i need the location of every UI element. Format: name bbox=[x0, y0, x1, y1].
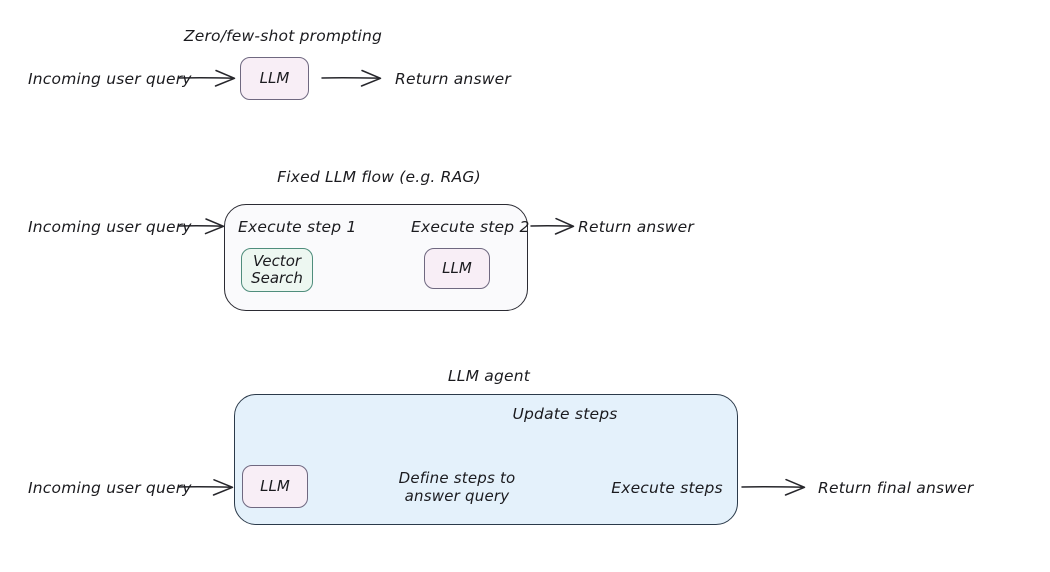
section-heading-fixed-llm-flow: Fixed LLM flow (e.g. RAG) bbox=[277, 168, 481, 186]
step-label-define-steps-line2: answer query bbox=[404, 486, 510, 505]
step-label-define-steps-line1: Define steps to bbox=[398, 469, 516, 487]
arrow-flow-to-answer bbox=[530, 217, 575, 235]
node-llm-fixed-flow[interactable]: LLM bbox=[424, 248, 490, 289]
node-llm-agent[interactable]: LLM bbox=[242, 465, 308, 508]
arrow-query-to-agent bbox=[178, 479, 234, 496]
arrow-query-to-flow bbox=[178, 218, 225, 235]
node-llm-label: LLM bbox=[259, 68, 290, 87]
input-label-llm-agent: Incoming user query bbox=[28, 479, 192, 497]
node-vector-search[interactable]: Vector Search bbox=[241, 248, 313, 292]
container-llm-agent bbox=[234, 394, 738, 525]
arrow-agent-to-final-answer bbox=[741, 478, 806, 496]
input-label-fixed-llm-flow: Incoming user query bbox=[28, 218, 192, 236]
node-vector-search-line2: Search bbox=[251, 269, 303, 287]
arrow-llm-1-to-answer bbox=[321, 69, 382, 87]
step-label-execute-step-2: Execute step 2 bbox=[411, 218, 530, 236]
output-label-zero-few-shot: Return answer bbox=[395, 70, 511, 88]
output-label-fixed-llm-flow: Return answer bbox=[578, 218, 694, 236]
node-llm-zero-few-shot[interactable]: LLM bbox=[240, 57, 309, 100]
output-label-llm-agent: Return final answer bbox=[818, 479, 974, 497]
node-llm-label: LLM bbox=[442, 258, 472, 277]
section-heading-llm-agent: LLM agent bbox=[447, 367, 531, 385]
node-llm-label: LLM bbox=[260, 476, 290, 495]
loop-label-update-steps: Update steps bbox=[512, 405, 618, 423]
step-label-execute-steps: Execute steps bbox=[611, 479, 723, 497]
node-vector-search-line1: Vector bbox=[252, 251, 302, 270]
input-label-zero-few-shot: Incoming user query bbox=[28, 70, 192, 88]
step-label-execute-step-1: Execute step 1 bbox=[238, 218, 357, 236]
arrow-query-to-llm-1 bbox=[178, 69, 236, 87]
section-heading-zero-few-shot: Zero/few-shot prompting bbox=[183, 27, 383, 45]
